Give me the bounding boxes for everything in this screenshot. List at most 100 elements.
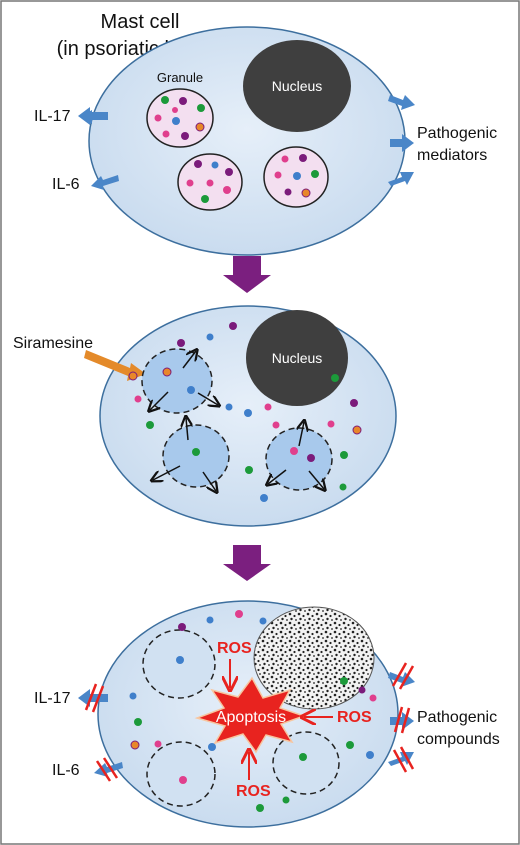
mediator-dot — [229, 322, 237, 330]
mediator-dot — [128, 371, 138, 381]
mediator-dot — [245, 466, 253, 474]
mediator-dot — [130, 740, 140, 750]
mediator-dot — [235, 610, 243, 618]
mediator-dot — [350, 399, 358, 407]
mediator-dot — [206, 179, 214, 187]
release-arrow — [268, 469, 287, 484]
mediator-dot — [134, 395, 142, 403]
blocked-arrow-il17 — [78, 689, 108, 707]
mediator-dot — [162, 367, 172, 377]
transition-arrow-1 — [223, 256, 271, 293]
left-label-il6: IL-6 — [52, 176, 80, 193]
mediator-dot — [327, 420, 335, 428]
mediator-dot — [311, 170, 319, 178]
granule-label: Granule — [157, 70, 203, 85]
panel-3-apoptosis: Apoptosis ROS ROS ROS IL-17 IL-6 — [34, 600, 500, 828]
ros-label-right: ROS — [337, 709, 372, 726]
mediator-dot — [177, 339, 185, 347]
mediator-dot — [259, 617, 267, 625]
mediator-dot — [260, 494, 268, 502]
blocked-arrow-il6 — [94, 762, 123, 777]
release-arrow — [202, 471, 216, 491]
mediator-dot — [154, 114, 162, 122]
release-arrow — [182, 351, 196, 369]
mediator-dot — [206, 333, 214, 341]
blocked-arrow-right-2 — [390, 712, 414, 730]
mediator-dot — [179, 776, 187, 784]
mediator-dot — [206, 616, 214, 624]
mediator-dot — [301, 188, 311, 198]
permeabilized-granule-3 — [265, 427, 333, 491]
block-mark — [391, 662, 408, 687]
mediator-dot — [331, 374, 339, 382]
mediator-dot — [161, 96, 169, 104]
mediator-dot — [244, 409, 252, 417]
left-label-il17: IL-17 — [34, 690, 71, 707]
mediator-dot — [340, 677, 348, 685]
ros-label-bottom: ROS — [236, 783, 271, 800]
mediator-dot — [293, 172, 301, 180]
apoptosis-label: Apoptosis — [216, 709, 286, 726]
right-label-line1: Pathogenic — [417, 125, 497, 142]
mediator-dot — [176, 656, 184, 664]
mediator-dot — [208, 743, 216, 751]
mediator-dot — [352, 425, 362, 435]
nucleus — [243, 40, 351, 132]
mediator-dot — [211, 161, 219, 169]
mediator-dot — [223, 186, 231, 194]
block-mark — [399, 746, 415, 770]
nucleus-label: Nucleus — [272, 78, 323, 94]
mediator-dot — [282, 796, 290, 804]
mediator-dot — [264, 403, 272, 411]
block-mark — [95, 760, 112, 782]
mediator-dot — [187, 386, 195, 394]
mediator-dot — [129, 692, 137, 700]
mediator-dot — [186, 179, 194, 187]
empty-granule-2 — [146, 741, 216, 807]
ros-label-top: ROS — [217, 640, 252, 657]
mediator-dot — [307, 454, 315, 462]
mediator-dot — [299, 753, 307, 761]
mediator-dot — [256, 804, 264, 812]
secretion-arrow-il6 — [91, 175, 119, 190]
mediator-dot — [162, 130, 170, 138]
mediator-dot — [225, 168, 233, 176]
block-mark — [393, 706, 404, 733]
mediator-dot — [274, 171, 282, 179]
mediator-dot — [181, 132, 189, 140]
right-label-line1: Pathogenic — [417, 709, 497, 726]
permeabilized-granule-1 — [141, 348, 213, 414]
mediator-dot — [178, 623, 186, 631]
mediator-dot — [290, 447, 298, 455]
block-mark — [392, 749, 408, 773]
nucleus — [246, 310, 348, 406]
mediator-dot — [179, 97, 187, 105]
mediator-dot — [272, 421, 280, 429]
mediator-dot — [195, 122, 205, 132]
left-label-il6: IL-6 — [52, 762, 80, 779]
siramesine-label: Siramesine — [13, 335, 93, 352]
release-arrow — [153, 465, 181, 480]
right-label-line2: mediators — [417, 147, 487, 164]
left-label-il17: IL-17 — [34, 108, 71, 125]
mediator-dot — [146, 421, 154, 429]
mediator-dot — [369, 694, 377, 702]
empty-granule-3 — [272, 731, 340, 795]
secretion-arrow-right-3 — [388, 172, 414, 186]
mediator-dot — [172, 107, 178, 113]
mediator-dot — [225, 403, 233, 411]
mediator-dot — [366, 751, 374, 759]
mediator-dot — [346, 741, 354, 749]
release-arrow — [186, 418, 188, 441]
mediator-dot — [197, 104, 205, 112]
mediator-dot — [339, 483, 347, 491]
mediator-dot — [281, 155, 289, 163]
mediator-dot — [358, 686, 366, 694]
mediator-dot — [284, 188, 292, 196]
mediator-dot — [154, 740, 162, 748]
mediator-dot — [194, 160, 202, 168]
release-arrow — [150, 391, 169, 410]
